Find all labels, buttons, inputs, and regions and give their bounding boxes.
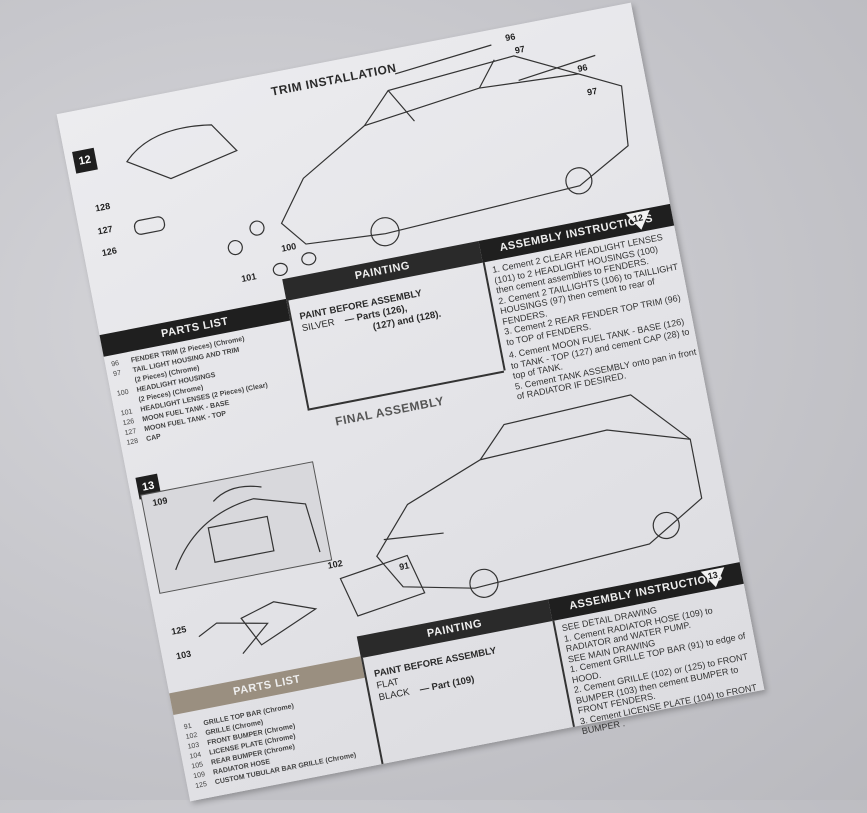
- instruction-sheet: TRIM INSTALLATION 12 96 97 96 97 128 127…: [56, 2, 765, 802]
- callout-96: 96: [504, 31, 517, 44]
- callout-91: 91: [398, 560, 411, 573]
- trim-installation-diagram: [126, 44, 629, 277]
- step-12-triangle-label: 12: [632, 212, 644, 225]
- callout-97: 97: [513, 43, 526, 56]
- step-13-triangle-label: 13: [706, 569, 719, 582]
- painting-13: PAINT BEFORE ASSEMBLY FLAT BLACK — Part …: [373, 645, 502, 704]
- final-assembly-diagram: [140, 394, 703, 654]
- callout-96b: 96: [576, 62, 589, 74]
- callout-97b: 97: [586, 85, 598, 98]
- painting-12: PAINT BEFORE ASSEMBLY SILVER — Parts (12…: [299, 285, 442, 347]
